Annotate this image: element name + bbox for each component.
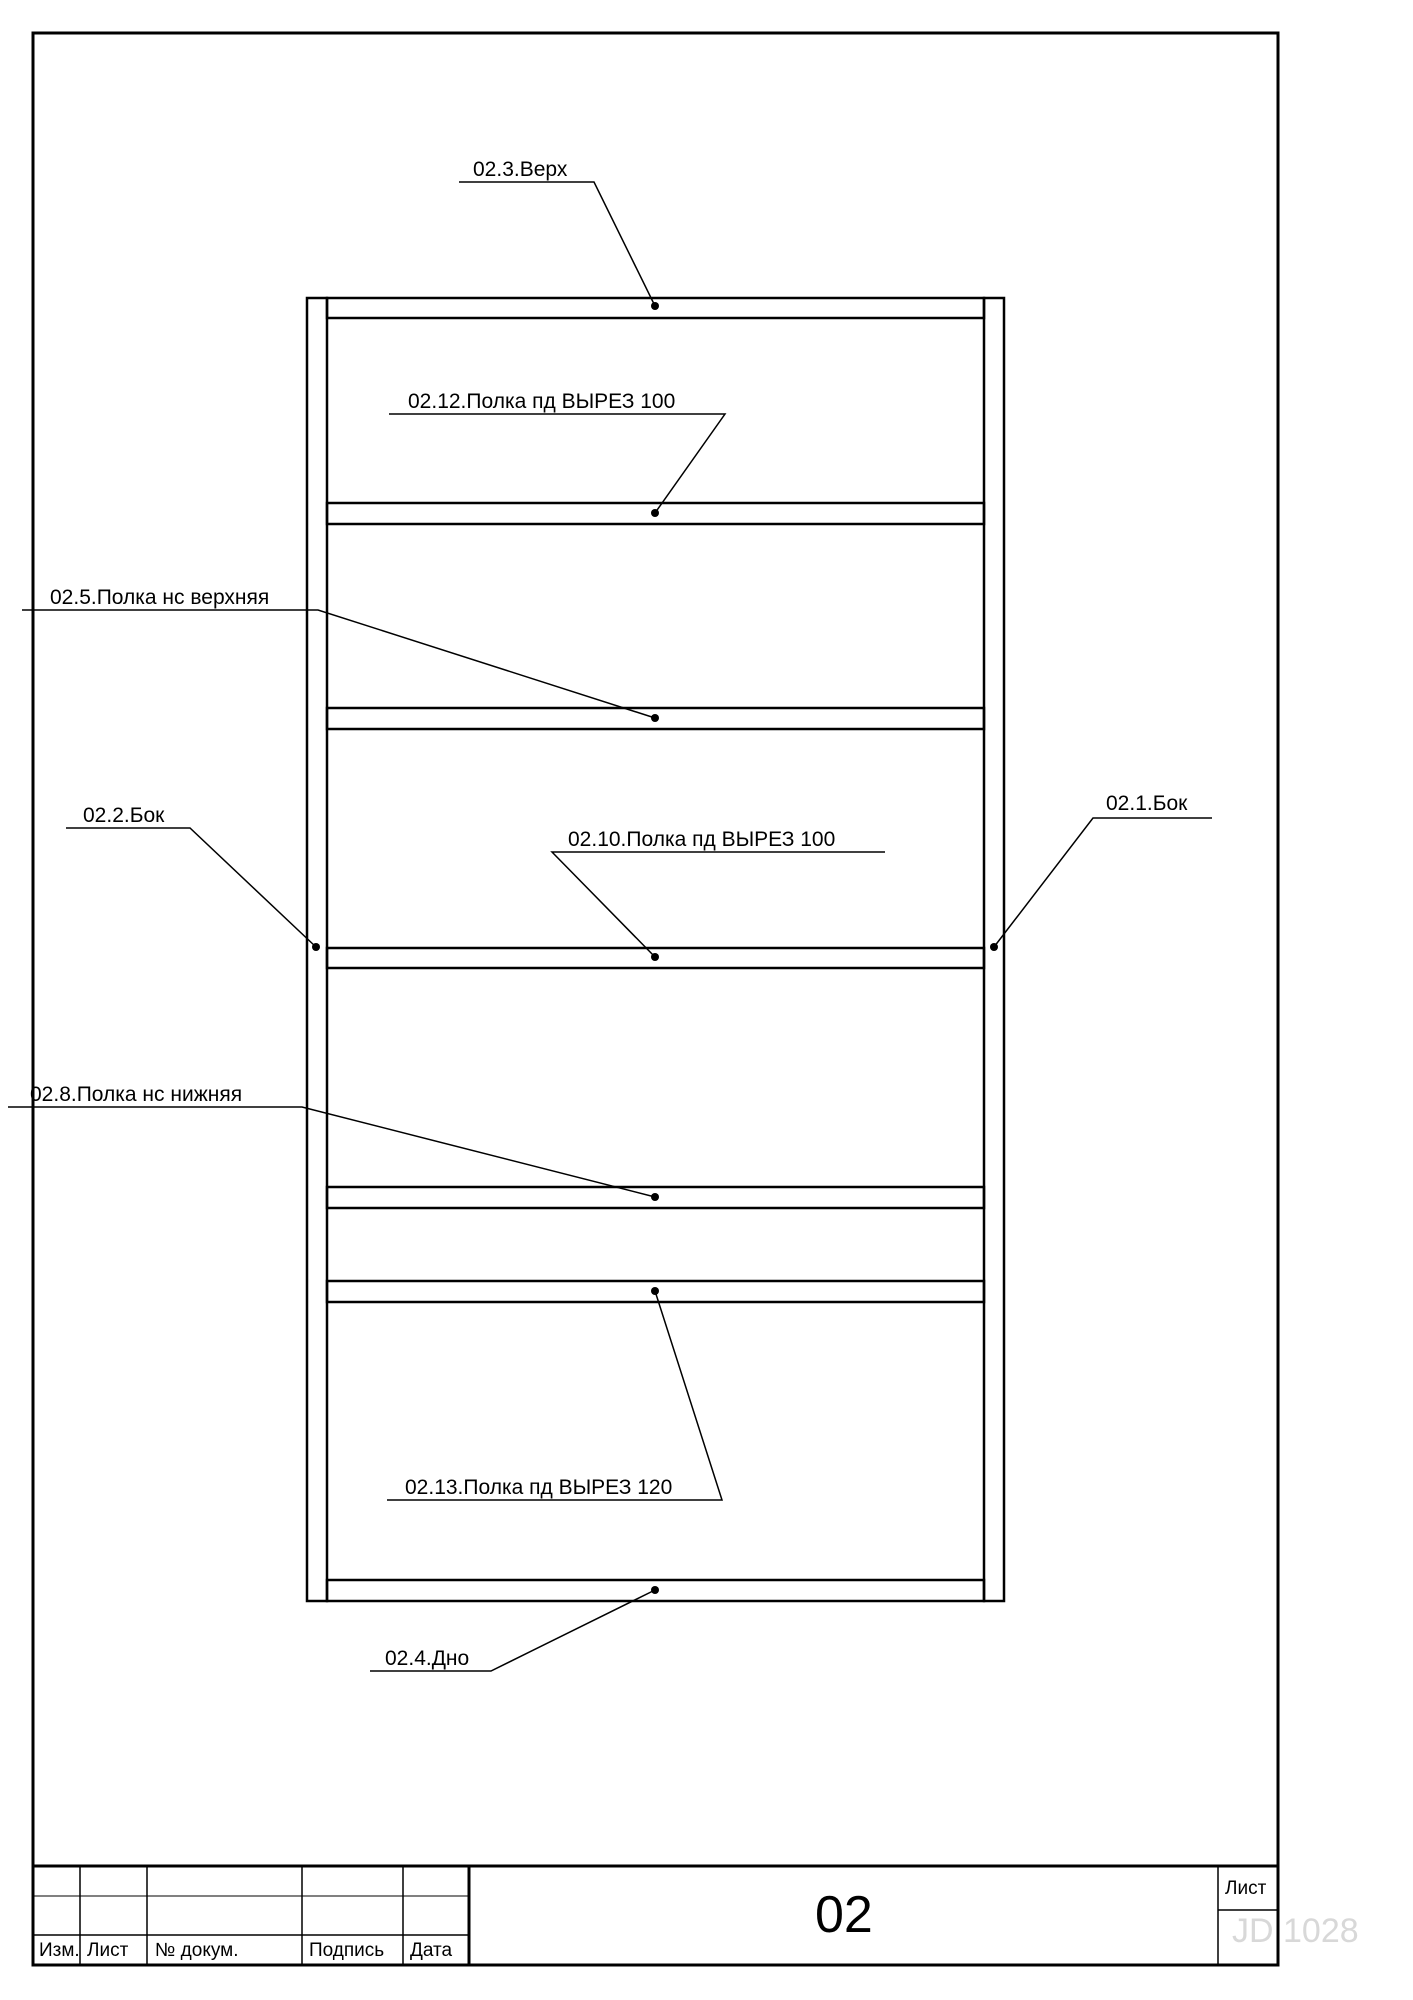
panel-shelf-13 xyxy=(325,1279,986,1304)
dot-shelf-13 xyxy=(651,1287,659,1295)
tb-list: Лист xyxy=(87,1940,129,1961)
dot-top xyxy=(651,302,659,310)
panel-shelf-8 xyxy=(325,1185,986,1210)
dot-shelf-12 xyxy=(651,509,659,517)
panel-shelf-10 xyxy=(325,946,986,970)
part-labels: 02.3.Верх 02.12.Полка пд ВЫРЕЗ 100 02.5.… xyxy=(30,158,1188,1670)
label-top: 02.3.Верх xyxy=(473,158,568,181)
leader-dots xyxy=(312,302,998,1594)
label-shelf-5: 02.5.Полка нс верхняя xyxy=(50,586,269,609)
cabinet-drawing xyxy=(305,296,1006,1603)
label-bottom: 02.4.Дно xyxy=(385,1647,469,1670)
tb-sheet-label: Лист xyxy=(1225,1878,1267,1899)
tb-date: Дата xyxy=(410,1940,453,1961)
leader-lines xyxy=(8,181,1212,1672)
leader-shelf-13 xyxy=(387,1290,724,1501)
panel-top xyxy=(325,296,986,320)
leader-side-2 xyxy=(66,827,317,948)
label-shelf-12: 02.12.Полка пд ВЫРЕЗ 100 xyxy=(408,390,675,413)
sheet-code: 02 xyxy=(815,1886,873,1944)
leader-side-1 xyxy=(993,817,1212,948)
panel-shelf-5 xyxy=(325,706,986,731)
dot-shelf-5 xyxy=(651,714,659,722)
leader-shelf-8 xyxy=(8,1106,656,1198)
tb-signature: Подпись xyxy=(309,1940,384,1961)
dot-bottom xyxy=(651,1586,659,1594)
dot-side-2 xyxy=(312,943,320,951)
label-shelf-8: 02.8.Полка нс нижняя xyxy=(30,1083,242,1106)
dot-side-1 xyxy=(990,943,998,951)
sheet-frame xyxy=(31,31,1280,1967)
panel-shelf-12 xyxy=(325,501,986,526)
label-side-2: 02.2.Бок xyxy=(83,804,165,827)
leader-shelf-5 xyxy=(22,609,656,719)
tb-doc-no: № докум. xyxy=(155,1940,238,1961)
dot-shelf-8 xyxy=(651,1193,659,1201)
label-shelf-10: 02.10.Полка пд ВЫРЕЗ 100 xyxy=(568,828,835,851)
watermark-text: JD 1028 xyxy=(1232,1912,1359,1950)
title-block xyxy=(33,1864,1278,1965)
leader-bottom xyxy=(370,1589,656,1672)
dot-shelf-10 xyxy=(651,953,659,961)
leader-shelf-10 xyxy=(550,851,885,958)
leader-top xyxy=(459,181,656,307)
label-side-1: 02.1.Бок xyxy=(1106,792,1188,815)
tb-izm: Изм. xyxy=(39,1940,80,1961)
label-shelf-13: 02.13.Полка пд ВЫРЕЗ 120 xyxy=(405,1476,672,1499)
leader-shelf-12 xyxy=(389,413,727,514)
panel-bottom xyxy=(325,1578,986,1603)
